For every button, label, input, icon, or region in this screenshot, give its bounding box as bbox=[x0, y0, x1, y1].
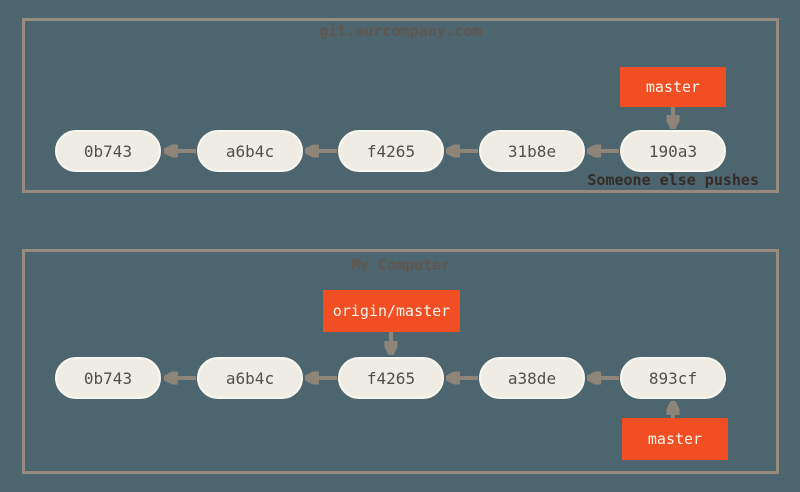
commit-node-a38de-local: a38de bbox=[479, 357, 585, 399]
panel-server-title: git.ourcompany.com bbox=[319, 22, 482, 40]
commit-node-a6b4c-local: a6b4c bbox=[197, 357, 303, 399]
panel-my-computer-title: My Computer bbox=[350, 256, 451, 274]
branch-label-master-server: master bbox=[620, 67, 726, 107]
commit-node-893cf-local: 893cf bbox=[620, 357, 726, 399]
commit-node-0b743-server: 0b743 bbox=[55, 130, 161, 172]
branch-label-master-local: master bbox=[622, 418, 728, 460]
panel-server: git.ourcompany.com Someone else pushes bbox=[22, 18, 779, 193]
commit-node-31b8e-server: 31b8e bbox=[479, 130, 585, 172]
panel-my-computer: My Computer bbox=[22, 249, 779, 474]
commit-node-f4265-server: f4265 bbox=[338, 130, 444, 172]
commit-node-0b743-local: 0b743 bbox=[55, 357, 161, 399]
commit-node-190a3-server: 190a3 bbox=[620, 130, 726, 172]
commit-node-f4265-local: f4265 bbox=[338, 357, 444, 399]
commit-node-a6b4c-server: a6b4c bbox=[197, 130, 303, 172]
branch-label-origin-master: origin/master bbox=[323, 290, 460, 332]
annotation-someone-else-pushes: Someone else pushes bbox=[587, 171, 759, 189]
